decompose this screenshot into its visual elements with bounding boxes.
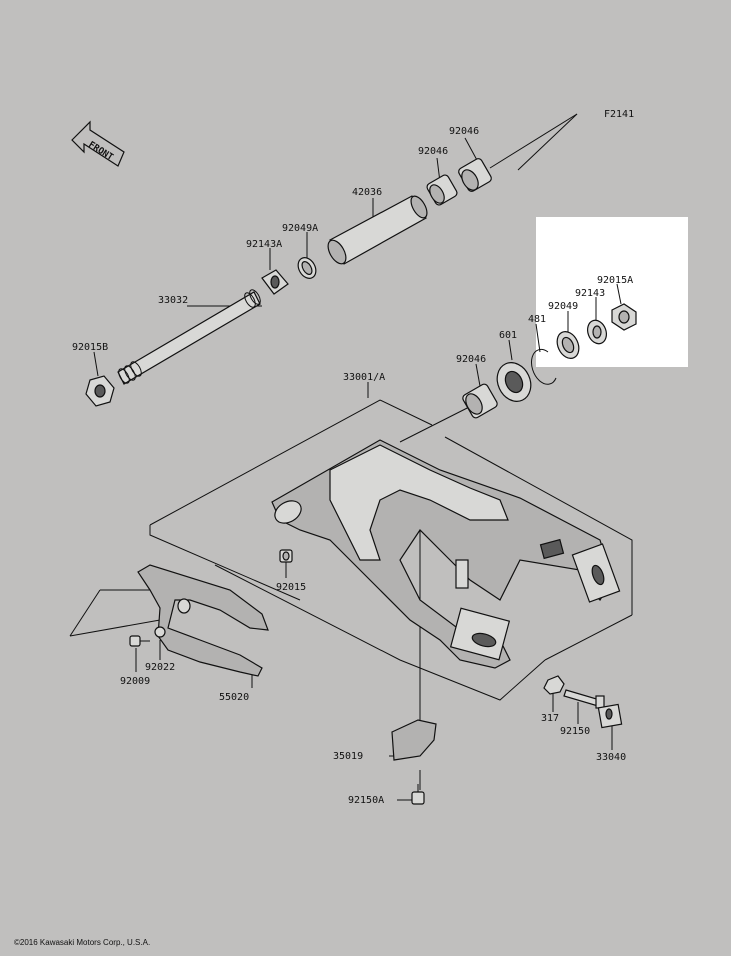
- collar-92049A: [297, 257, 317, 279]
- washer-92143: [586, 319, 608, 345]
- label-317: 317: [541, 713, 559, 724]
- label-92015: 92015: [276, 582, 306, 593]
- label-42036: 42036: [352, 187, 382, 198]
- sleeve-42036: [327, 195, 428, 265]
- ball-bearing-601: [496, 362, 532, 402]
- swingarm-33001A: [271, 439, 621, 669]
- label-92046-top-right: 92046: [449, 126, 479, 137]
- bearing-92046-top-right: [458, 158, 492, 192]
- label-92015A: 92015A: [597, 275, 633, 286]
- label-92046-mid: 92046: [456, 354, 486, 365]
- cover-35019: [391, 719, 437, 761]
- nut-92015A: [611, 303, 637, 331]
- label-33040: 33040: [596, 752, 626, 763]
- leader-lines: [69, 113, 622, 801]
- label-35019: 35019: [333, 751, 363, 762]
- figure-code: F2141: [604, 109, 634, 120]
- label-92150A: 92150A: [348, 795, 384, 806]
- circlip-481: [531, 348, 557, 385]
- pivot-shaft-33032: [117, 289, 261, 385]
- label-33032: 33032: [158, 295, 188, 306]
- copyright-notice: ©2016 Kawasaki Motors Corp., U.S.A.: [14, 938, 151, 947]
- bolt-92150A: [411, 784, 425, 805]
- bolt-92015: [279, 549, 293, 563]
- collar-92049: [556, 331, 580, 359]
- front-arrow-icon: FRONT: [71, 120, 125, 167]
- bearing-92046-mid: [462, 383, 498, 419]
- spacer-92143A: [261, 269, 289, 295]
- washer-92022: [154, 626, 166, 638]
- nut-317: [543, 675, 565, 695]
- label-92049: 92049: [548, 301, 578, 312]
- label-92009: 92009: [120, 676, 150, 687]
- frame-outline: [149, 397, 633, 701]
- label-92143A: 92143A: [246, 239, 282, 250]
- label-92046-top-left: 92046: [418, 146, 448, 157]
- bearing-92046-top-left: [426, 174, 458, 206]
- label-33001A: 33001/A: [343, 372, 385, 383]
- label-92015B: 92015B: [72, 342, 108, 353]
- nut-92015B: [85, 375, 115, 407]
- label-92143: 92143: [575, 288, 605, 299]
- bolt-92150: [563, 689, 605, 709]
- label-481: 481: [528, 314, 546, 325]
- label-92022: 92022: [145, 662, 175, 673]
- label-601: 601: [499, 330, 517, 341]
- label-55020: 55020: [219, 692, 249, 703]
- chain-guide-55020: [137, 564, 269, 677]
- label-92049A: 92049A: [282, 223, 318, 234]
- bolt-92009: [129, 635, 150, 647]
- adjuster-block-33040: [597, 703, 623, 729]
- label-92150: 92150: [560, 726, 590, 737]
